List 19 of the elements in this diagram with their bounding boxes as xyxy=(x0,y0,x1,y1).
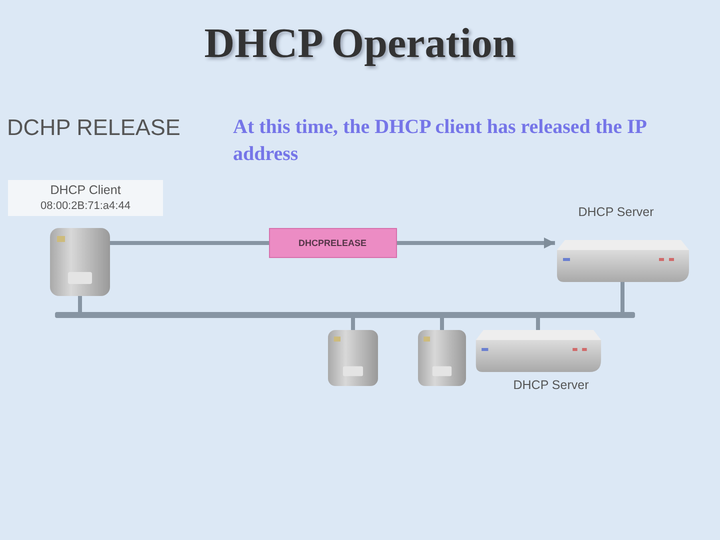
computer-icon xyxy=(418,330,466,386)
server-icon xyxy=(555,240,690,282)
network-bus xyxy=(55,312,635,318)
slide-title: DHCP Operation xyxy=(204,20,516,68)
network-link xyxy=(78,296,82,312)
network-link xyxy=(351,318,355,330)
device-label: DHCP Server xyxy=(512,377,590,393)
description-text: At this time, the DHCP client has released the IP address xyxy=(233,115,648,167)
network-link xyxy=(440,318,444,330)
computer-icon xyxy=(50,228,110,296)
device-label: DHCP Client xyxy=(49,182,122,198)
section-heading: DCHP RELEASE xyxy=(7,115,180,141)
network-link xyxy=(536,318,540,330)
server-icon xyxy=(474,330,602,372)
computer-icon xyxy=(328,330,378,386)
device-label: DHCP Server xyxy=(577,204,655,220)
message-label: DHCPRELEASE xyxy=(268,228,396,258)
mac-address: 08:00:2B:71:a4:44 xyxy=(40,199,132,214)
network-link xyxy=(620,282,624,312)
